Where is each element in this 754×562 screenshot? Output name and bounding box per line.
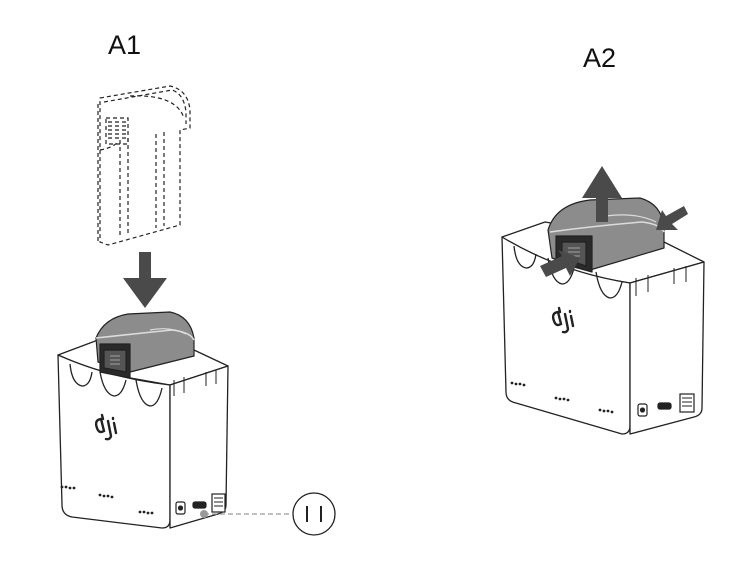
step-label-a2: A2 xyxy=(583,43,617,73)
press-arrow-icon xyxy=(656,206,688,230)
ghost-battery xyxy=(97,85,191,246)
step-label-a1: A1 xyxy=(108,30,142,60)
power-plug-icon xyxy=(292,492,336,536)
press-arrow-icon xyxy=(540,250,580,277)
indicator-leds-a1 xyxy=(60,485,154,515)
power-leader-line xyxy=(200,510,292,518)
battery-a1 xyxy=(95,311,195,379)
dji-logo-a2 xyxy=(551,306,575,334)
dji-logo-a1 xyxy=(94,413,118,441)
ports-a1 xyxy=(175,493,226,515)
ports-a2 xyxy=(637,393,695,417)
arrow-up-icon xyxy=(582,166,622,222)
indicator-leds-a2 xyxy=(510,381,614,414)
arrow-down-icon xyxy=(123,252,167,308)
